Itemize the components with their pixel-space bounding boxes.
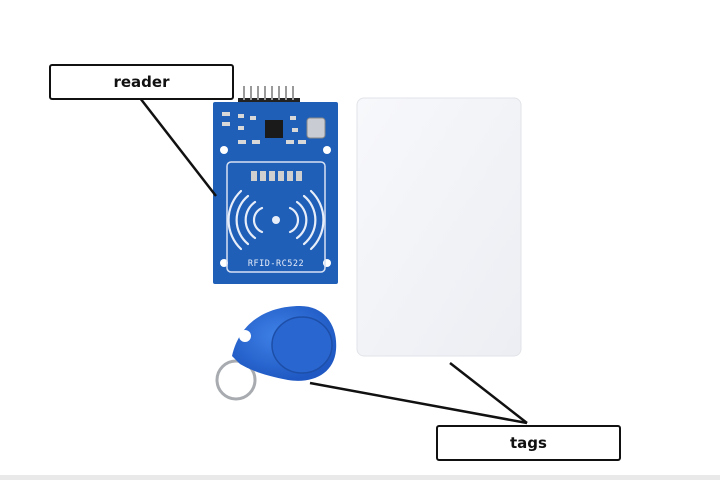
rfid-card <box>356 97 522 357</box>
mount-hole <box>220 146 228 154</box>
card-leader-line <box>449 362 528 424</box>
fob-center <box>271 316 333 374</box>
board-model-label: RFID-RC522 <box>248 259 304 269</box>
mount-hole <box>220 259 228 267</box>
antenna-icon <box>227 189 325 251</box>
tags-callout-label: tags <box>436 425 621 461</box>
reader-chip <box>265 120 283 138</box>
mount-hole <box>323 259 331 267</box>
crystal <box>306 117 326 139</box>
antenna-loop <box>226 161 326 273</box>
rfid-reader-board: RFID-RC522 <box>213 86 338 284</box>
rfid-keyfob <box>215 306 337 401</box>
board-pcb <box>213 102 338 284</box>
capacitor-row <box>251 171 302 181</box>
mount-hole <box>323 146 331 154</box>
fob-leader-line <box>309 381 528 425</box>
reader-callout-label: reader <box>49 64 234 100</box>
header-pins <box>238 86 300 105</box>
fob-hole <box>239 330 251 342</box>
reader-leader-line <box>139 97 217 197</box>
key-ring <box>215 359 257 401</box>
bottom-edge <box>0 475 720 480</box>
